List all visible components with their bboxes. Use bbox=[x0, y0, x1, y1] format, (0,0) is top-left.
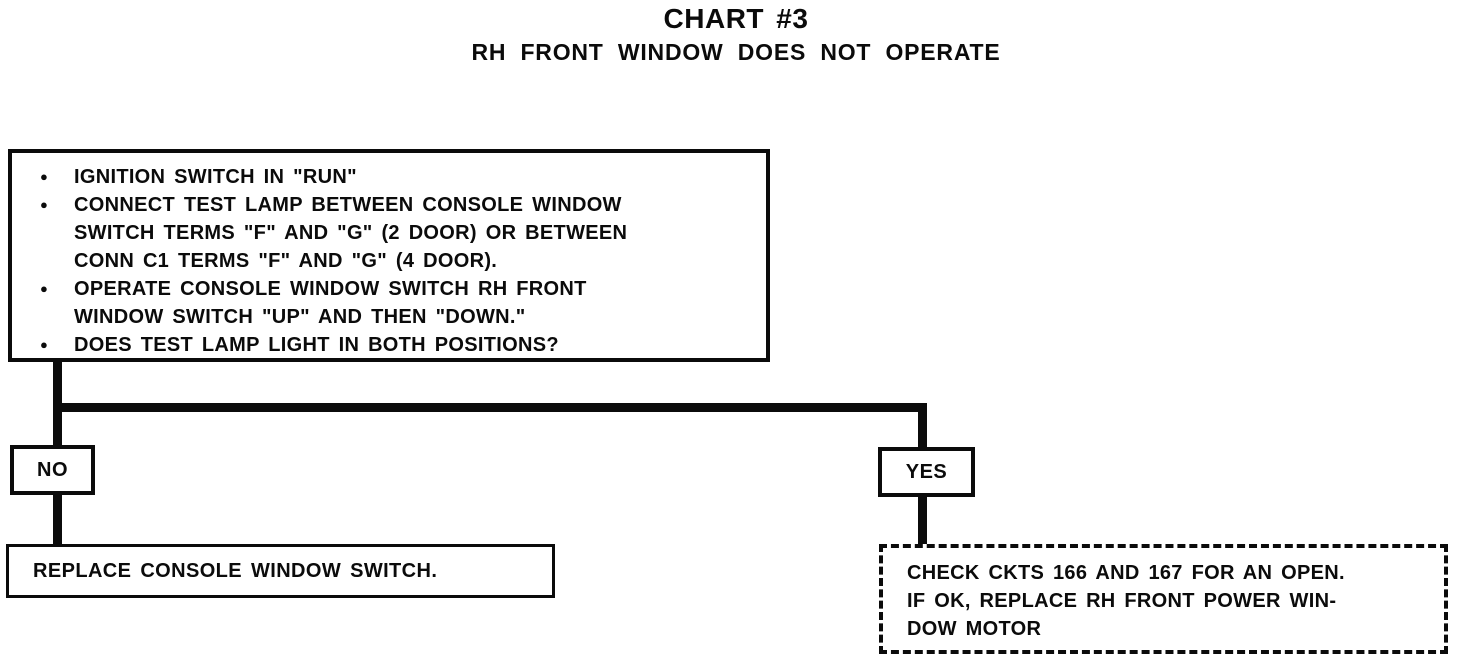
no-action-text: REPLACE CONSOLE WINDOW SWITCH. bbox=[33, 559, 438, 582]
connector-yes-drop bbox=[918, 403, 927, 450]
chart-subtitle: RH FRONT WINDOW DOES NOT OPERATE bbox=[471, 39, 1001, 65]
connector-no-action-drop bbox=[53, 493, 62, 546]
bullet-icon: ● bbox=[40, 281, 48, 296]
bullet-text: IGNITION SWITCH IN "RUN" bbox=[74, 166, 357, 188]
yes-label: YES bbox=[905, 460, 948, 483]
bullet-text: CONNECT TEST LAMP BETWEEN CONSOLE WINDOW… bbox=[74, 194, 628, 272]
bullet-icon: ● bbox=[40, 169, 48, 184]
yes-box: YES bbox=[878, 447, 975, 497]
bullet-text: OPERATE CONSOLE WINDOW SWITCH RH FRONT W… bbox=[74, 278, 587, 328]
yes-action-box: CHECK CKTS 166 AND 167 FOR AN OPEN. IF O… bbox=[879, 544, 1448, 654]
chart-title: CHART #3 bbox=[663, 3, 809, 34]
list-item: ● OPERATE CONSOLE WINDOW SWITCH RH FRONT… bbox=[12, 275, 766, 331]
question-box: ● IGNITION SWITCH IN "RUN" ● CONNECT TES… bbox=[8, 149, 770, 362]
no-box: NO bbox=[10, 445, 95, 495]
no-label: NO bbox=[37, 458, 68, 481]
connector-horizontal bbox=[53, 403, 927, 412]
bullet-icon: ● bbox=[40, 197, 48, 212]
list-item: ● IGNITION SWITCH IN "RUN" bbox=[12, 163, 766, 191]
bullet-icon: ● bbox=[40, 337, 48, 352]
bullet-text: DOES TEST LAMP LIGHT IN BOTH POSITIONS? bbox=[74, 334, 559, 356]
connector-yes-action-drop bbox=[918, 495, 927, 546]
list-item: ● CONNECT TEST LAMP BETWEEN CONSOLE WIND… bbox=[12, 191, 766, 275]
chart-header: CHART #3 RH FRONT WINDOW DOES NOT OPERAT… bbox=[0, 4, 1472, 66]
list-item: ● DOES TEST LAMP LIGHT IN BOTH POSITIONS… bbox=[12, 331, 766, 359]
no-action-box: REPLACE CONSOLE WINDOW SWITCH. bbox=[6, 544, 555, 598]
